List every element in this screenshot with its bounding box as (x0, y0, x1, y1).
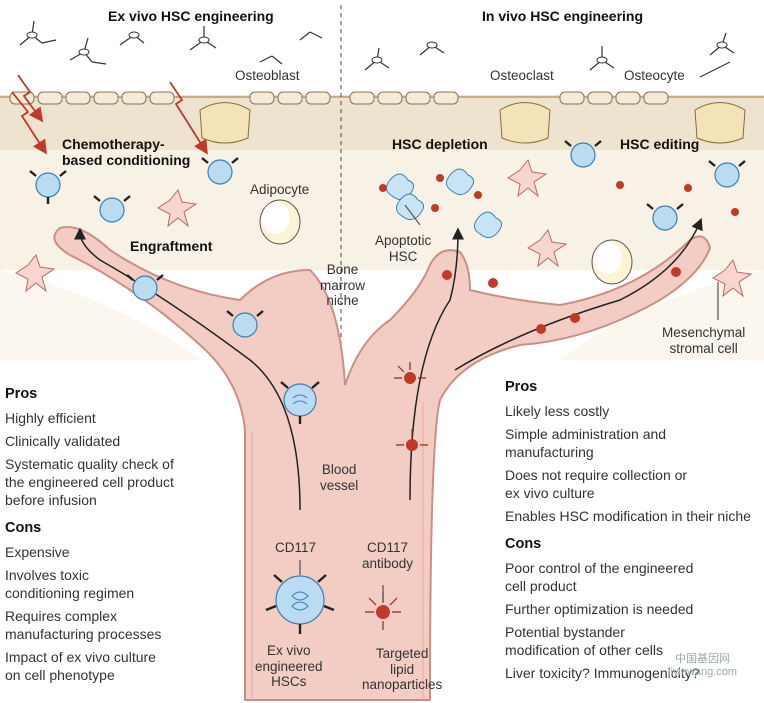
chemotherapy-bolts (11, 74, 208, 155)
hsc-editing-label: HSC editing (620, 136, 700, 152)
right-pro-item: Does not require collection or ex vivo c… (505, 467, 688, 501)
ex-vivo-hscs-label: Ex vivo engineered HSCs (255, 643, 323, 690)
hsc-depletion-label: HSC depletion (392, 136, 488, 152)
watermark: 中国基因网 jiyinwang.com (668, 653, 738, 678)
cd117-antibody-label: CD117 antibody (362, 540, 414, 571)
blood-vessel (53, 226, 712, 701)
left-con-item: Impact of ex vivo culture on cell phenot… (5, 649, 156, 683)
bone-marrow-niche-label: Bone marrow niche (320, 262, 366, 309)
left-cons-title: Cons (5, 520, 42, 536)
osteocyte-label: Osteocyte (624, 68, 685, 83)
osteoclast-label: Osteoclast (490, 68, 554, 83)
osteoclast-cells (199, 102, 746, 144)
left-pro-item: Clinically validated (5, 433, 121, 449)
osteoblast-label: Osteoblast (235, 68, 300, 83)
left-pro-item: Highly efficient (5, 410, 96, 426)
left-pros-title: Pros (5, 386, 38, 402)
marrow-background (0, 150, 764, 270)
right-con-item: Potential bystander modification of othe… (505, 624, 663, 658)
left-con-item: Involves toxic conditioning regimen (5, 567, 135, 601)
right-title: In vivo HSC engineering (482, 8, 644, 24)
left-pro-item: Systematic quality check of the engineer… (5, 456, 174, 508)
right-pro-item: Simple administration and manufacturing (505, 426, 667, 460)
left-con-item: Expensive (5, 544, 70, 560)
apoptotic-hscs (386, 168, 502, 238)
blood-vessel-label: Blood vessel (320, 462, 359, 493)
hsc-cells (35, 142, 740, 625)
apoptotic-hsc-label: Apoptotic HSC (375, 233, 432, 264)
left-pros-cons: Pros Highly efficient Clinically validat… (5, 385, 205, 689)
right-pros-cons: Pros Likely less costly Simple administr… (505, 378, 760, 687)
right-cons-title: Cons (505, 536, 542, 552)
stromal-cells (15, 158, 753, 298)
right-con-item: Further optimization is needed (505, 601, 694, 617)
adipocyte-label: Adipocyte (250, 182, 310, 197)
cd117-receptors (29, 140, 746, 634)
chemotherapy-label: Chemotherapy- based conditioning (62, 136, 191, 169)
right-pros-title: Pros (505, 379, 538, 395)
right-pro-item: Likely less costly (505, 403, 610, 419)
right-pro-item: Enables HSC modification in their niche (505, 508, 751, 524)
cd117-label: CD117 (275, 540, 317, 555)
left-con-item: Requires complex manufacturing processes (5, 608, 162, 642)
right-con-item: Liver toxicity? Immunogenicity? (505, 665, 700, 681)
right-con-item: Poor control of the engineered cell prod… (505, 560, 694, 594)
left-title: Ex vivo HSC engineering (108, 8, 274, 24)
adipocytes (259, 199, 633, 285)
lnp-label: Targeted lipid nanoparticles (362, 646, 443, 693)
engraftment-label: Engraftment (130, 238, 213, 254)
lipid-nanoparticles (376, 174, 739, 619)
mesenchymal-stromal-cell-label: Mesenchymal stromal cell (662, 325, 746, 356)
